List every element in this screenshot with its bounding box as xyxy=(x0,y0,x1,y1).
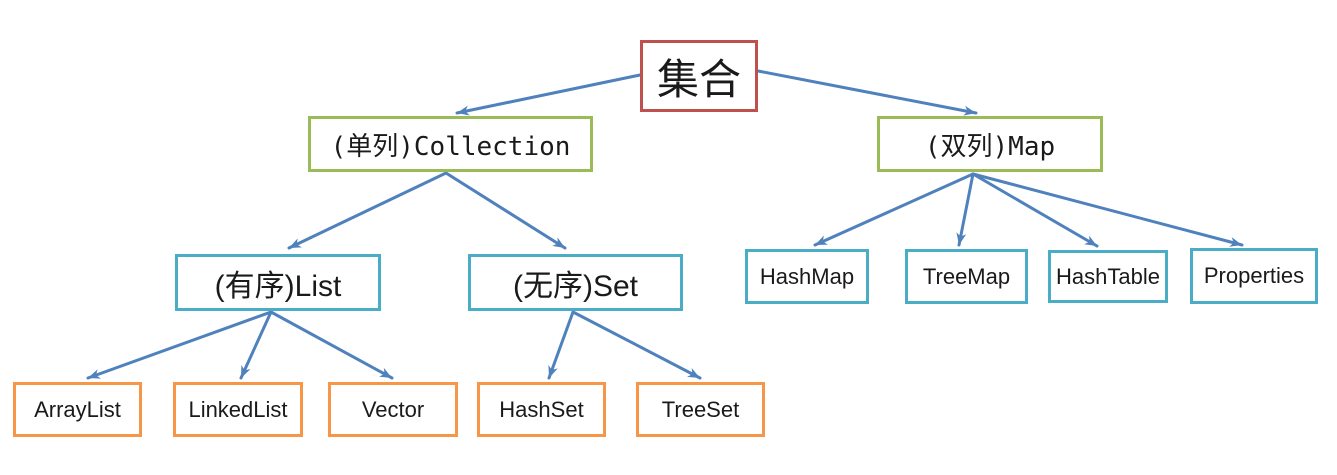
edge-map-to-properties xyxy=(971,172,1244,247)
edge-list-to-vector xyxy=(269,310,394,380)
node-treeset: TreeSet xyxy=(636,382,765,437)
node-properties: Properties xyxy=(1190,248,1318,304)
edge-map-to-hashtable xyxy=(971,172,1099,248)
edge-collection-to-list xyxy=(287,171,448,250)
node-root: 集合 xyxy=(640,40,758,112)
node-map: (双列)Map xyxy=(877,116,1103,172)
node-linkedlist: LinkedList xyxy=(173,382,303,437)
edge-list-to-linkedlist xyxy=(239,310,273,380)
node-list: (有序)List xyxy=(175,254,381,311)
node-vector: Vector xyxy=(328,382,458,437)
edge-map-to-hashmap xyxy=(813,172,975,247)
node-collection: (单列)Collection xyxy=(308,116,593,172)
node-hashset: HashSet xyxy=(477,382,606,437)
edge-root-to-map xyxy=(756,69,978,116)
edge-list-to-arraylist xyxy=(86,310,273,380)
node-set: (无序)Set xyxy=(468,254,683,311)
node-hashtable: HashTable xyxy=(1048,250,1168,303)
node-treemap: TreeMap xyxy=(905,249,1028,304)
edge-root-to-collection xyxy=(455,73,642,116)
node-arraylist: ArrayList xyxy=(13,382,142,437)
node-hashmap: HashMap xyxy=(745,249,869,304)
edge-set-to-treeset xyxy=(571,310,702,380)
edge-map-to-treemap xyxy=(956,172,975,247)
edge-set-to-hashset xyxy=(547,310,575,380)
edge-collection-to-set xyxy=(444,171,567,250)
